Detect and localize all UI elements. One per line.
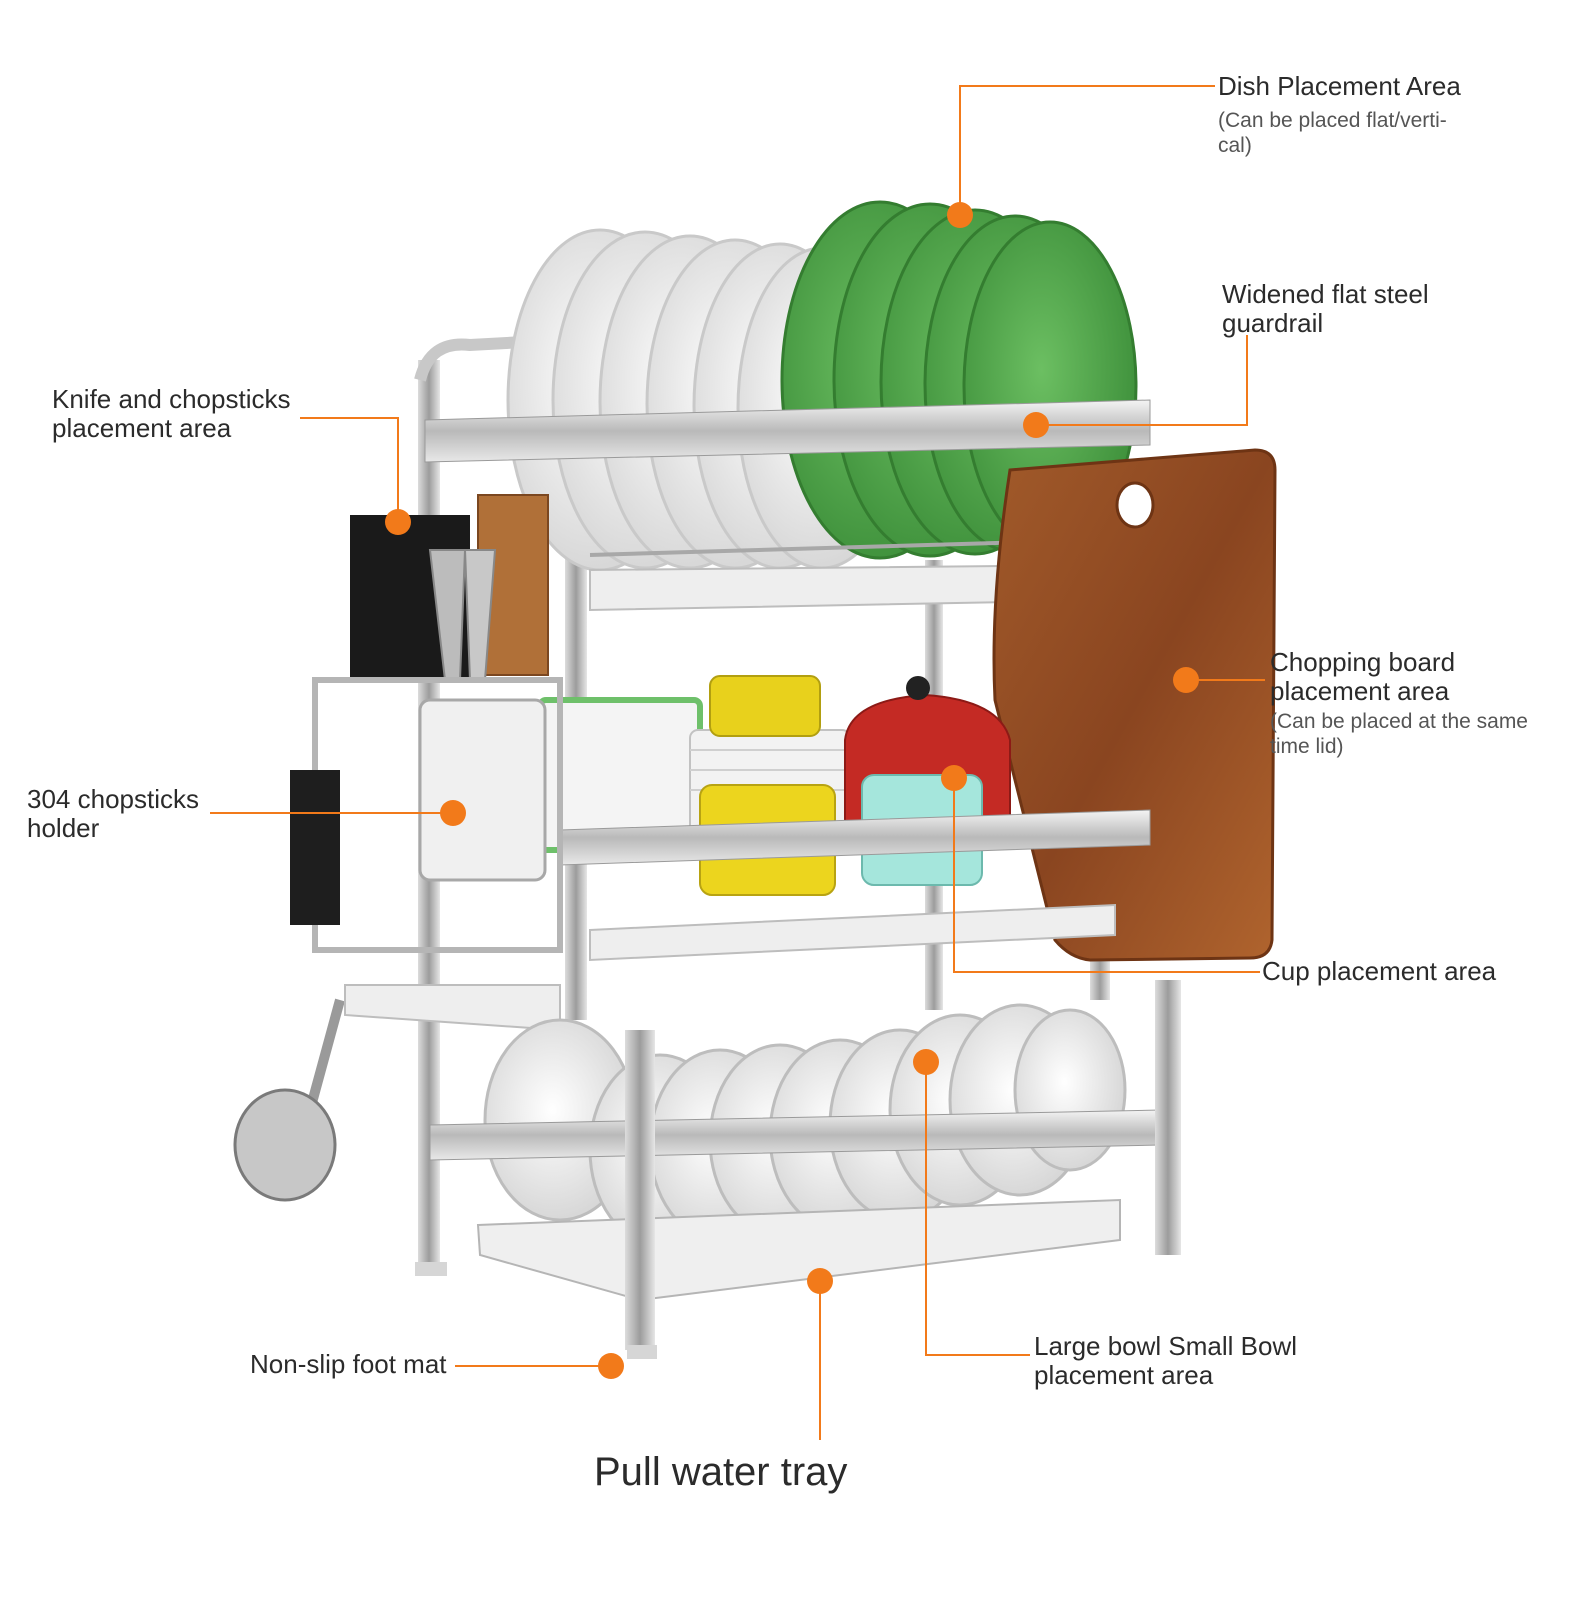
- callout-dish-note: (Can be placed flat/verti- cal): [1218, 109, 1461, 159]
- marker-dot-dish: [947, 202, 973, 228]
- marker-dot-chopping: [1173, 667, 1199, 693]
- callout-cup: Cup placement area: [1262, 956, 1497, 986]
- utensil-drip-tray: [344, 984, 561, 1032]
- callout-chopsticks-line-1: 304 chopsticks: [27, 784, 199, 814]
- callout-chopping-board: Chopping board placement area (Can be pl…: [1270, 647, 1528, 760]
- leader-line-bowl: [925, 1062, 1030, 1356]
- leader-line-knife: [300, 417, 399, 522]
- callout-knife-line-2: placement area: [52, 413, 232, 444]
- foot-pad-front: [627, 1345, 657, 1359]
- callout-leaders: [210, 85, 1265, 1440]
- forks: [428, 549, 497, 681]
- hanging-knives: [290, 770, 340, 925]
- marker-dot-knife: [385, 509, 411, 535]
- callout-chopping-note-1: (Can be placed at the same: [1270, 710, 1528, 734]
- callout-chopping-line-2: placement area: [1270, 676, 1450, 707]
- callout-dish-note-1: (Can be placed flat/verti-: [1218, 109, 1447, 133]
- callout-chopping-note-2: time lid): [1270, 734, 1344, 758]
- ladle: [233, 998, 345, 1202]
- leader-line-dish: [959, 85, 1215, 215]
- callout-bowl-line-1: Large bowl Small Bowl: [1034, 1331, 1298, 1361]
- callout-guardrail: Widened flat steel guardrail: [1222, 279, 1429, 339]
- marker-dot-foot: [598, 1353, 624, 1379]
- callout-chopsticks-line-2: holder: [27, 813, 100, 844]
- callout-dish-note-2: cal): [1218, 133, 1252, 157]
- callout-tray-line-1: Pull water tray: [594, 1450, 848, 1494]
- chopping-board: [992, 448, 1277, 962]
- top-dish-tier: [424, 200, 1151, 612]
- callout-chopping-note: (Can be placed at the same time lid): [1270, 710, 1528, 760]
- top-guardrail: [424, 399, 1151, 463]
- callout-water-tray: Pull water tray: [594, 1450, 847, 1495]
- callout-chopping-line-1: Chopping board: [1270, 647, 1456, 677]
- bottom-bowl-tier: [415, 980, 1181, 1359]
- marker-dot-chopsticks: [440, 800, 466, 826]
- foot-pad-left: [415, 1262, 447, 1276]
- front-leg-left: [625, 1030, 655, 1350]
- callout-chopsticks-holder: 304 chopsticks holder: [27, 784, 199, 844]
- marker-dot-guardrail: [1023, 412, 1049, 438]
- front-leg-right: [1155, 980, 1181, 1255]
- callout-knife: Knife and chopsticks placement area: [52, 384, 291, 444]
- marker-dot-cup: [941, 765, 967, 791]
- yellow-mug-top: [709, 675, 821, 737]
- leader-line-guardrail: [1036, 335, 1248, 426]
- leader-line-cup: [953, 778, 1260, 973]
- callout-dish-line-1: Dish Placement Area: [1218, 71, 1461, 101]
- marker-dot-bowl: [913, 1049, 939, 1075]
- callout-bowl: Large bowl Small Bowl placement area: [1034, 1331, 1298, 1391]
- callout-cup-line-1: Cup placement area: [1262, 956, 1497, 986]
- callout-guardrail-line-1: Widened flat steel: [1222, 279, 1429, 309]
- middle-cup-tier: [537, 675, 1151, 962]
- callout-dish-placement: Dish Placement Area (Can be placed flat/…: [1218, 71, 1461, 159]
- callout-foot-line-1: Non-slip foot mat: [250, 1349, 447, 1379]
- callout-foot-mat: Non-slip foot mat: [250, 1349, 447, 1379]
- chopsticks-cylinder: [418, 698, 547, 882]
- marker-dot-tray: [807, 1268, 833, 1294]
- middle-drip-tray: [589, 903, 1116, 962]
- utensil-holder: [233, 494, 563, 1202]
- callout-knife-line-1: Knife and chopsticks: [52, 384, 291, 414]
- callout-bowl-line-2: placement area: [1034, 1360, 1214, 1391]
- callout-guardrail-line-2: guardrail: [1222, 308, 1324, 339]
